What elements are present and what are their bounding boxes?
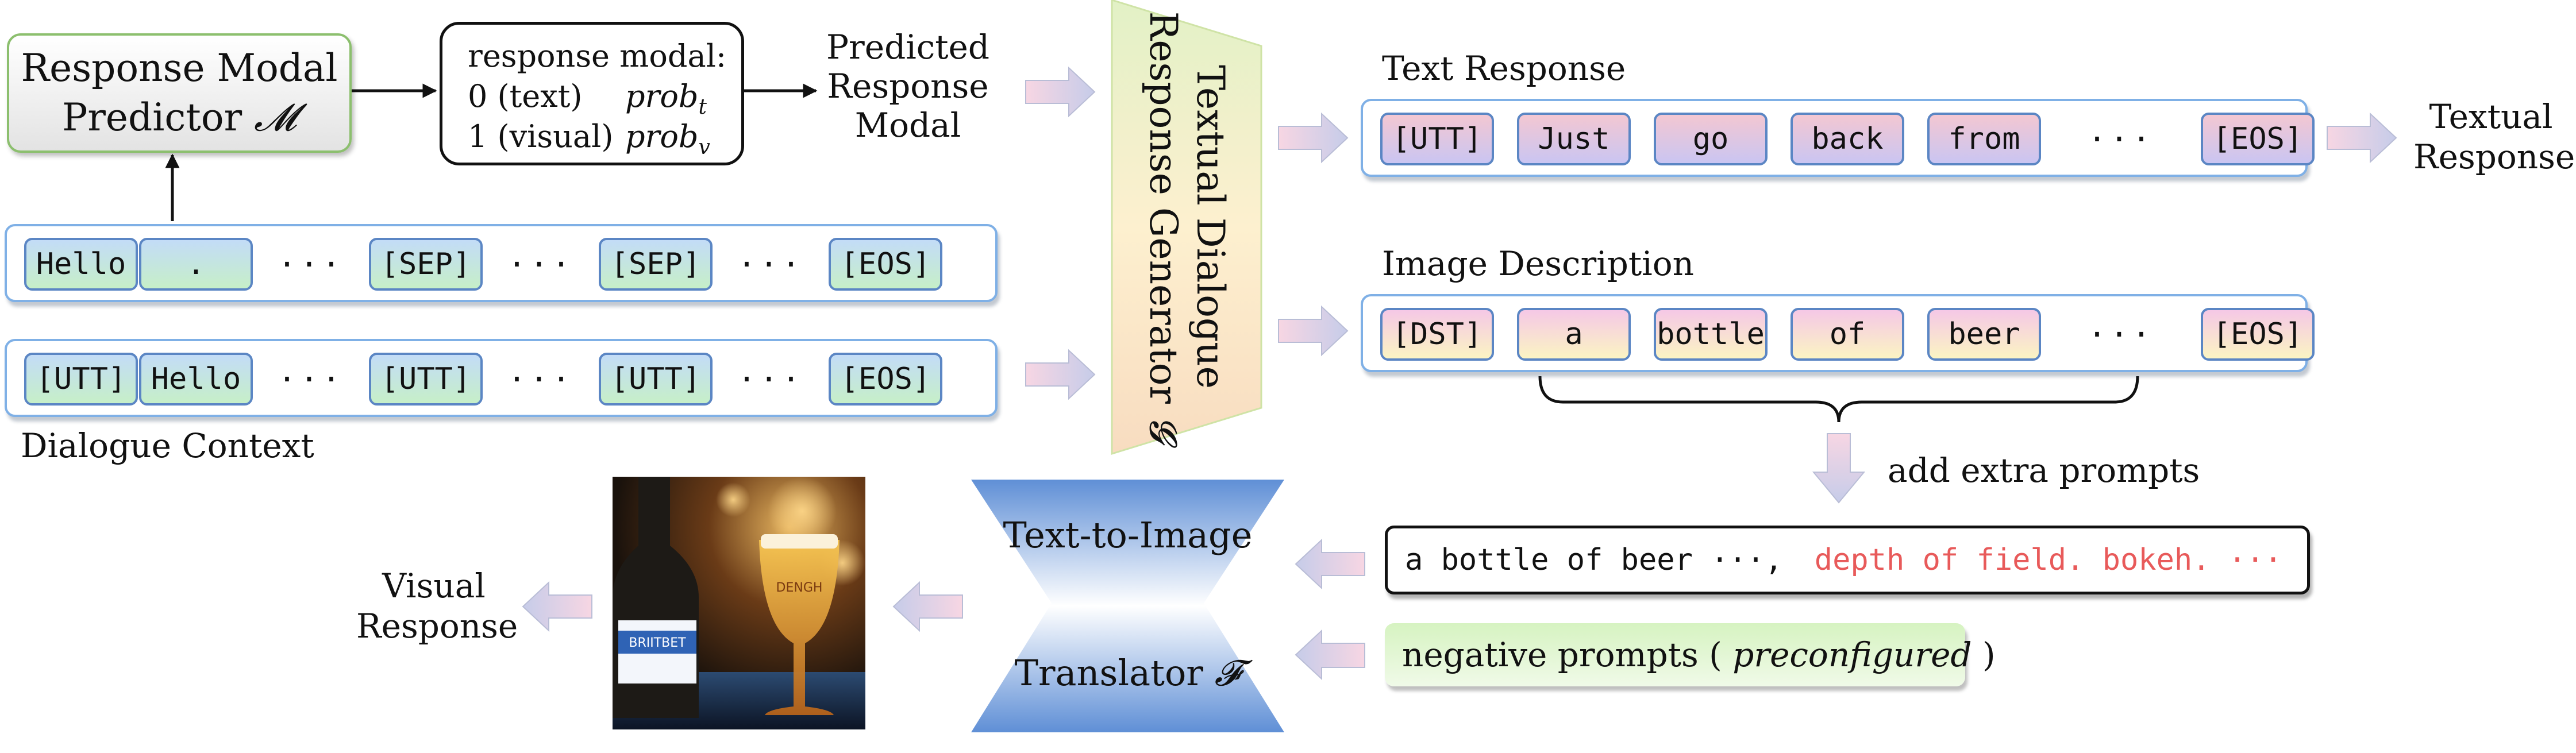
token: [UTT] (24, 353, 138, 406)
dialogue-context-label: Dialogue Context (21, 426, 314, 465)
generator-trapezoid (1111, 0, 1262, 455)
context-sequence-2: [UTT]Hello···[UTT]···[UTT]···[EOS] (5, 339, 998, 417)
ellipsis: ··· (278, 246, 344, 283)
translator-hourglass (971, 480, 1284, 732)
token: [SEP] (369, 238, 483, 291)
token: back (1791, 113, 1904, 165)
modal-row2-prob-sub: v (698, 135, 710, 159)
response-modal-predictor: Response Modal Predictor 𝓜 (7, 33, 352, 153)
predictor-title-line2: Predictor (61, 95, 242, 140)
translator-line1: Text-to-Image (1003, 514, 1253, 556)
token: Hello (139, 353, 253, 406)
ellipsis: ··· (737, 246, 804, 283)
image-description-title: Image Description (1382, 244, 1694, 283)
translator-line2-wrap: Translator 𝓕 (971, 652, 1284, 694)
token: [DST] (1380, 308, 1494, 361)
token: [UTT] (369, 353, 483, 406)
token: [UTT] (599, 353, 713, 406)
prompt-box: a bottle of beer ···, depth of field. bo… (1385, 526, 2310, 594)
visual-response-line1: Visual (382, 566, 486, 605)
translator-symbol: 𝓕 (1214, 652, 1241, 694)
visual-response-line2: Response (356, 607, 518, 646)
token: a (1517, 308, 1631, 361)
brace (1538, 376, 2139, 423)
textual-response-line2: Response (2413, 137, 2575, 176)
modal-row2-prob-text: prob (625, 118, 699, 155)
visual-response-output: Visual Response (356, 566, 518, 646)
generator-symbol: 𝓖 (1141, 415, 1185, 443)
ellipsis: ··· (2088, 316, 2154, 353)
generator-label: Textual Dialogue Response Generator 𝓖 (1112, 11, 1261, 442)
context-sequence-1: Hello. ··· [SEP] ··· [SEP] ··· [EOS] (5, 224, 998, 302)
text-response-title: Text Response (1382, 49, 1626, 88)
ellipsis: ··· (737, 361, 804, 397)
add-extra-prompts-label: add extra prompts (1888, 451, 2200, 490)
token: [EOS] (2201, 308, 2315, 361)
textual-response-output: Textual Response (2413, 96, 2575, 177)
modal-row1-label: 0 (text) (468, 78, 583, 114)
ellipsis: ··· (278, 361, 344, 397)
translator-line2: Translator (1014, 652, 1203, 694)
predictor-title-line1: Response Modal (21, 46, 338, 90)
token: . (139, 238, 253, 291)
negative-prompts-box: negative prompts ( preconfigured ) (1385, 623, 1996, 686)
ellipsis: ··· (2088, 121, 2154, 157)
predictor-title-line2-wrap: Predictor 𝓜 (62, 93, 297, 142)
ellipsis: ··· (507, 246, 574, 283)
token: bottle (1654, 308, 1768, 361)
prompt-main: a bottle of beer ···, (1405, 543, 1783, 577)
modal-row1-prob-text: prob (625, 78, 699, 114)
modal-row1-prob: probt (625, 78, 707, 126)
modal-row2-label: 1 (visual) (468, 118, 614, 155)
generator-line2-wrap: Response Generator 𝓖 (1139, 11, 1187, 442)
token: [EOS] (2201, 113, 2315, 165)
textual-response-line1: Textual (2429, 97, 2553, 136)
negative-prefix: negative prompts ( (1402, 635, 1722, 674)
token: go (1654, 113, 1768, 165)
bottle-label-text: BRIITBET (629, 636, 686, 650)
token: [SEP] (599, 238, 713, 291)
block-arrows (522, 66, 2397, 681)
glass-label-text: DENGH (776, 581, 823, 595)
generator-line1: Textual Dialogue (1188, 65, 1233, 389)
generated-beer-image: BRIITBET DENGH (613, 477, 865, 729)
prompt-extra: depth of field. bokeh. ··· (1814, 543, 2282, 577)
negative-suffix: ) (1982, 635, 1996, 674)
token: beer (1927, 308, 2041, 361)
token: Just (1517, 113, 1631, 165)
token: Hello (24, 238, 138, 291)
predicted-line3: Modal (854, 106, 961, 145)
predicted-line2: Response (827, 67, 989, 106)
token: [EOS] (829, 353, 942, 406)
response-modal-box: response modal: 0 (text) probt 1 (visual… (440, 22, 744, 165)
modal-header: response modal: (468, 38, 727, 74)
predicted-line1: Predicted (826, 28, 989, 67)
generator-line2: Response Generator (1141, 11, 1185, 404)
modal-row1-prob-sub: t (698, 95, 707, 119)
predictor-symbol: 𝓜 (254, 95, 297, 140)
ellipsis: ··· (507, 361, 574, 397)
token: [UTT] (1380, 113, 1494, 165)
token: from (1927, 113, 2041, 165)
modal-row2-prob: probv (625, 118, 710, 167)
token: of (1791, 308, 1904, 361)
beer-photo-art: BRIITBET DENGH (613, 477, 865, 729)
predicted-response-modal: Predicted Response Modal (822, 28, 994, 145)
token: [EOS] (829, 238, 942, 291)
negative-emph: preconfigured (1732, 635, 1972, 674)
